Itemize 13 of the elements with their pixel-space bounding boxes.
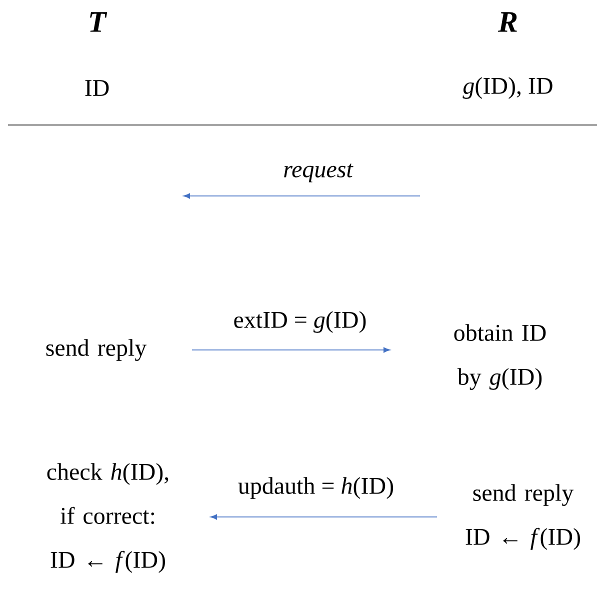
column-heading: R [498,12,517,32]
arrow [210,514,438,520]
column-text: g(ID), ID [462,77,552,99]
message-label: request [284,164,354,182]
step-text: send reply ID ← f(ID) [466,484,580,550]
edge-label: updauth = h(ID) [236,476,396,500]
column-text: ID [85,80,109,96]
arrow [192,347,390,353]
column-heading: T [90,12,108,32]
edge-label: extID = g(ID) [232,310,368,334]
step-text: send reply [46,339,147,361]
step-text: obtain ID by g(ID) [454,324,546,390]
step-text: check h(ID), if correct: ID ← f(ID) [47,463,168,573]
